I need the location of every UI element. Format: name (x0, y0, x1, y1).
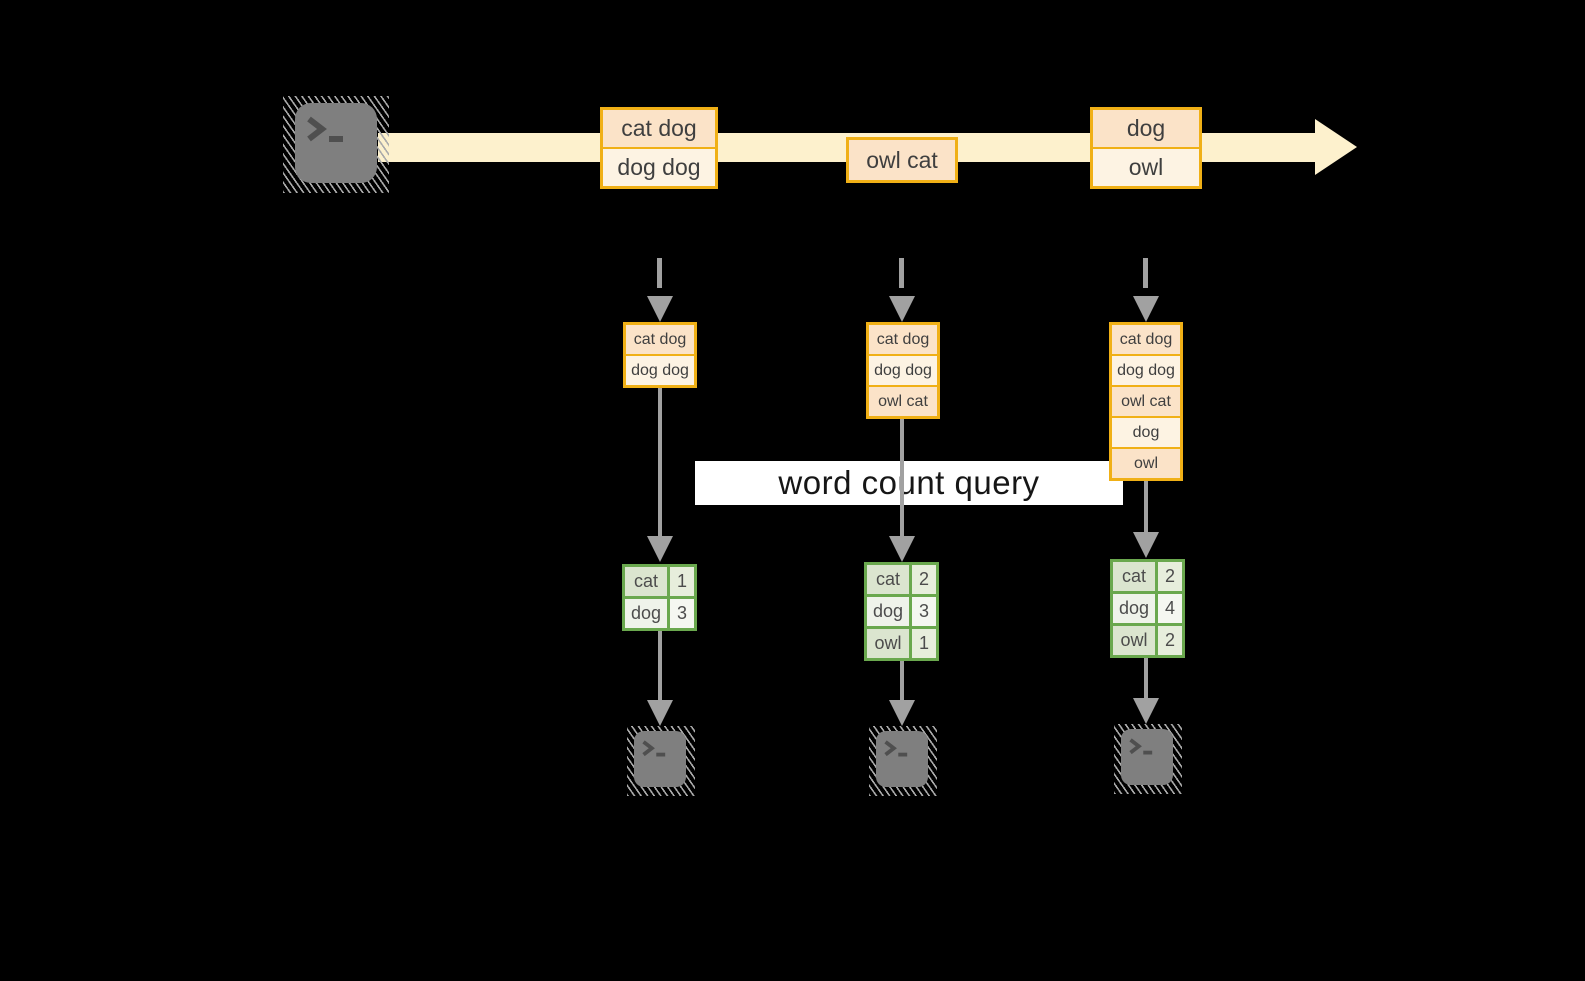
count-value: 4 (1158, 594, 1182, 623)
count-value: 2 (912, 565, 936, 594)
query-arrow-line (658, 386, 662, 536)
output-arrow-line (1144, 656, 1148, 699)
count-word: owl (1113, 626, 1155, 655)
query-banner-label: word count query (778, 464, 1040, 501)
ingest-arrow-dash (1143, 258, 1148, 288)
query-banner: word count query (695, 461, 1123, 505)
message: dog dog (603, 147, 715, 186)
message: cat dog (869, 325, 937, 354)
prompt-glyph-icon (884, 740, 908, 757)
count-word: dog (1113, 594, 1155, 623)
message: dog (1093, 110, 1199, 147)
output-arrow-line (658, 629, 662, 701)
query-arrowhead-icon (1133, 532, 1159, 558)
output-arrow-line (900, 659, 904, 701)
terminal-icon (627, 726, 695, 796)
prompt-glyph-icon (642, 740, 666, 757)
message-stack-3: cat dog dog dog owl cat dog owl (1109, 322, 1183, 481)
message: dog dog (869, 354, 937, 385)
count-word: owl (867, 629, 909, 658)
count-value: 2 (1158, 626, 1182, 655)
prompt-glyph-icon (307, 116, 343, 142)
terminal-icon (1114, 724, 1182, 794)
batch-box-1: cat dog dog dog (600, 107, 718, 189)
count-table-2: cat 2 dog 3 owl 1 (864, 562, 939, 661)
message-stack-1: cat dog dog dog (623, 322, 697, 388)
output-arrowhead-icon (647, 700, 673, 726)
message: owl (1112, 447, 1180, 478)
count-word: dog (867, 597, 909, 626)
query-arrow-line (900, 417, 904, 536)
count-word: dog (625, 599, 667, 628)
count-word: cat (867, 565, 909, 594)
stream-flow-arrowhead-icon (1315, 119, 1357, 175)
ingest-arrowhead-icon (1133, 296, 1159, 322)
terminal-icon-body (876, 731, 928, 787)
ingest-arrowhead-icon (889, 296, 915, 322)
message: cat dog (1112, 325, 1180, 354)
query-arrow-line (1144, 479, 1148, 534)
count-table-3: cat 2 dog 4 owl 2 (1110, 559, 1185, 658)
message: owl cat (849, 140, 955, 180)
count-value: 2 (1158, 562, 1182, 591)
ingest-arrowhead-icon (647, 296, 673, 322)
count-word: cat (625, 567, 667, 596)
message: dog dog (1112, 354, 1180, 385)
terminal-icon (283, 96, 389, 193)
terminal-icon-body (1121, 729, 1173, 785)
count-value: 1 (670, 567, 694, 596)
terminal-icon-body (634, 731, 686, 787)
terminal-icon (869, 726, 937, 796)
count-value: 3 (670, 599, 694, 628)
message: cat dog (626, 325, 694, 354)
count-value: 3 (912, 597, 936, 626)
ingest-arrow-dash (899, 258, 904, 288)
message: owl (1093, 147, 1199, 186)
output-arrowhead-icon (889, 700, 915, 726)
message: owl cat (1112, 385, 1180, 416)
output-arrowhead-icon (1133, 698, 1159, 724)
terminal-icon-body (295, 103, 377, 183)
message-stack-2: cat dog dog dog owl cat (866, 322, 940, 419)
count-word: cat (1113, 562, 1155, 591)
message: cat dog (603, 110, 715, 147)
count-table-1: cat 1 dog 3 (622, 564, 697, 631)
count-value: 1 (912, 629, 936, 658)
message: owl cat (869, 385, 937, 416)
prompt-glyph-icon (1129, 738, 1153, 755)
message: dog dog (626, 354, 694, 385)
query-arrowhead-icon (647, 536, 673, 562)
batch-box-2: owl cat (846, 137, 958, 183)
message: dog (1112, 416, 1180, 447)
ingest-arrow-dash (657, 258, 662, 288)
batch-box-3: dog owl (1090, 107, 1202, 189)
query-arrowhead-icon (889, 536, 915, 562)
